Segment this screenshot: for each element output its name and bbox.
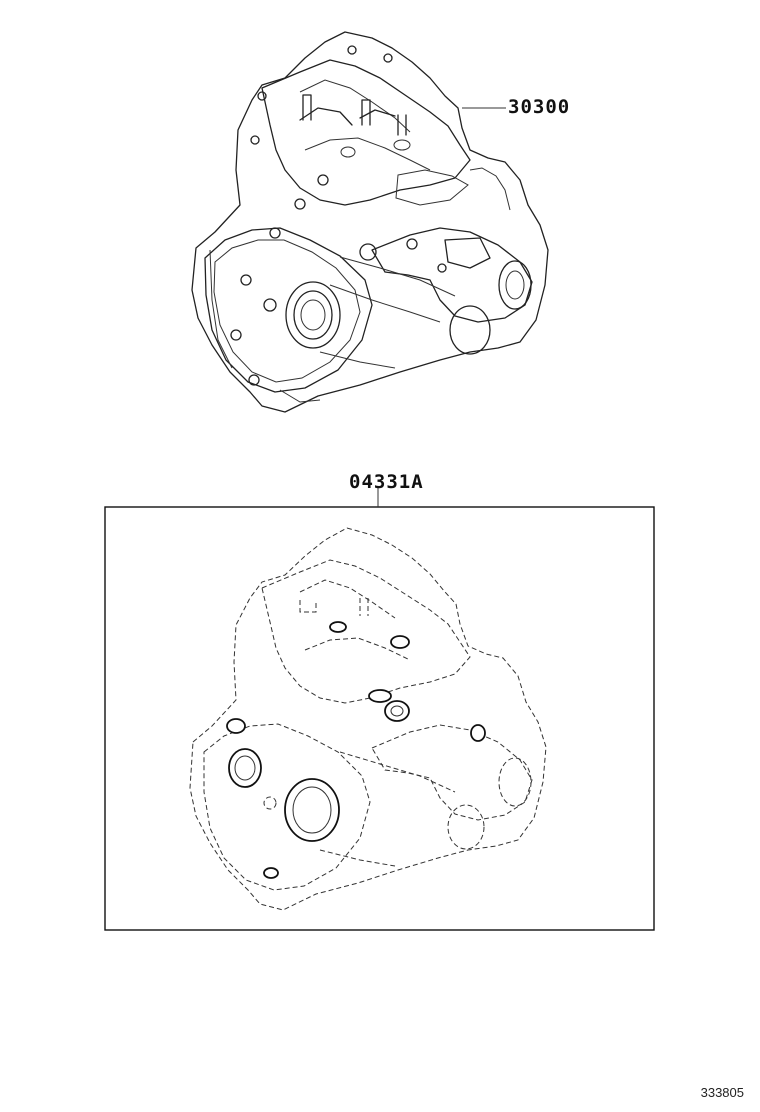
overhaul-kit-illustration (189, 527, 547, 911)
diagram-number: 333805 (700, 1085, 744, 1100)
callout-overhaul-kit: 04331A (349, 471, 424, 493)
kit-frame (104, 506, 655, 931)
callout-transaxle-assy: 30300 (508, 96, 571, 118)
transaxle-assembly-illustration (191, 31, 549, 413)
